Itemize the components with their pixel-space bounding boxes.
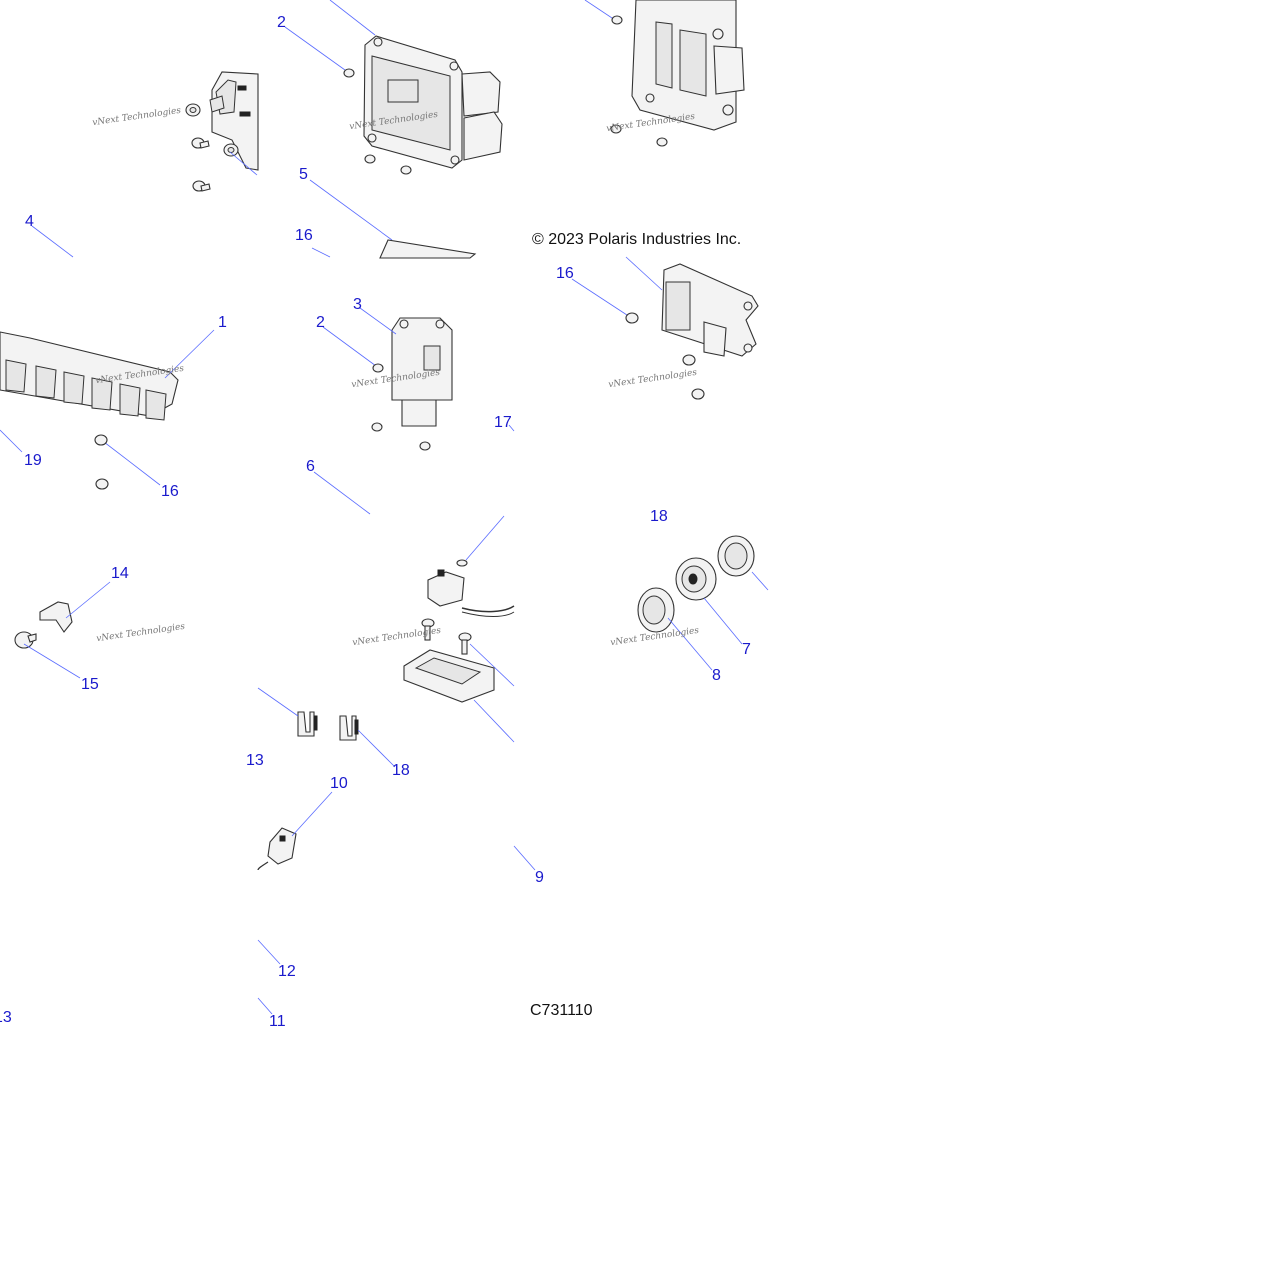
bolt-fastener [421,618,472,655]
callout-number: 3 [353,296,362,313]
outlet-socket-part [675,557,717,601]
callout-number: 1 [218,314,227,331]
bracket-module-part [661,263,759,357]
callout-number: 14 [111,565,129,582]
callout-number: 16 [556,265,574,282]
copyright-text: © 2023 Polaris Industries Inc. [532,231,742,248]
callout-number: 7 [742,641,751,658]
callout-number: 16 [295,227,313,244]
bolt-fastener [610,15,668,147]
mounting-bracket-part [403,649,495,703]
control-module-part [631,0,745,131]
pin-clip-part [297,711,359,741]
outlet-cap-part [637,587,675,633]
callout-number: 4 [25,213,34,230]
figure-id: C731110 [530,1002,593,1019]
callout-number: 11 [269,1013,286,1030]
callout-number: 6 [306,458,315,475]
bolt-fastener [343,68,412,175]
callout-number: 5 [299,166,308,183]
callout-number: 2 [316,314,325,331]
callout-number: 13 [0,1009,12,1026]
harness-connector-part [257,827,297,871]
ecu-small-part [391,317,453,427]
bolt-fastener [94,434,109,490]
callout-number: 18 [650,508,668,525]
outlet-ring-part [717,535,755,577]
bolt-fastener [625,312,705,400]
callout-number: 10 [330,775,348,792]
callout-number: 8 [712,667,721,684]
relay-module-part [209,71,259,171]
sensor-part [427,559,515,617]
callout-number: 13 [246,752,264,769]
callout-number: 2 [277,14,286,31]
coil-pack-part [0,331,179,421]
callout-number: 16 [161,483,179,500]
callout-number: 19 [24,452,42,469]
clip-bracket-part [14,601,73,649]
bolt-fastener [371,363,431,451]
callout-number: 9 [535,869,544,886]
callout-number: 17 [494,414,512,431]
callout-number: 12 [278,963,296,980]
callout-number: 18 [392,762,410,779]
callout-number: 15 [81,676,99,693]
ecu-module-part [363,35,503,169]
bolt-fastener [191,137,211,192]
